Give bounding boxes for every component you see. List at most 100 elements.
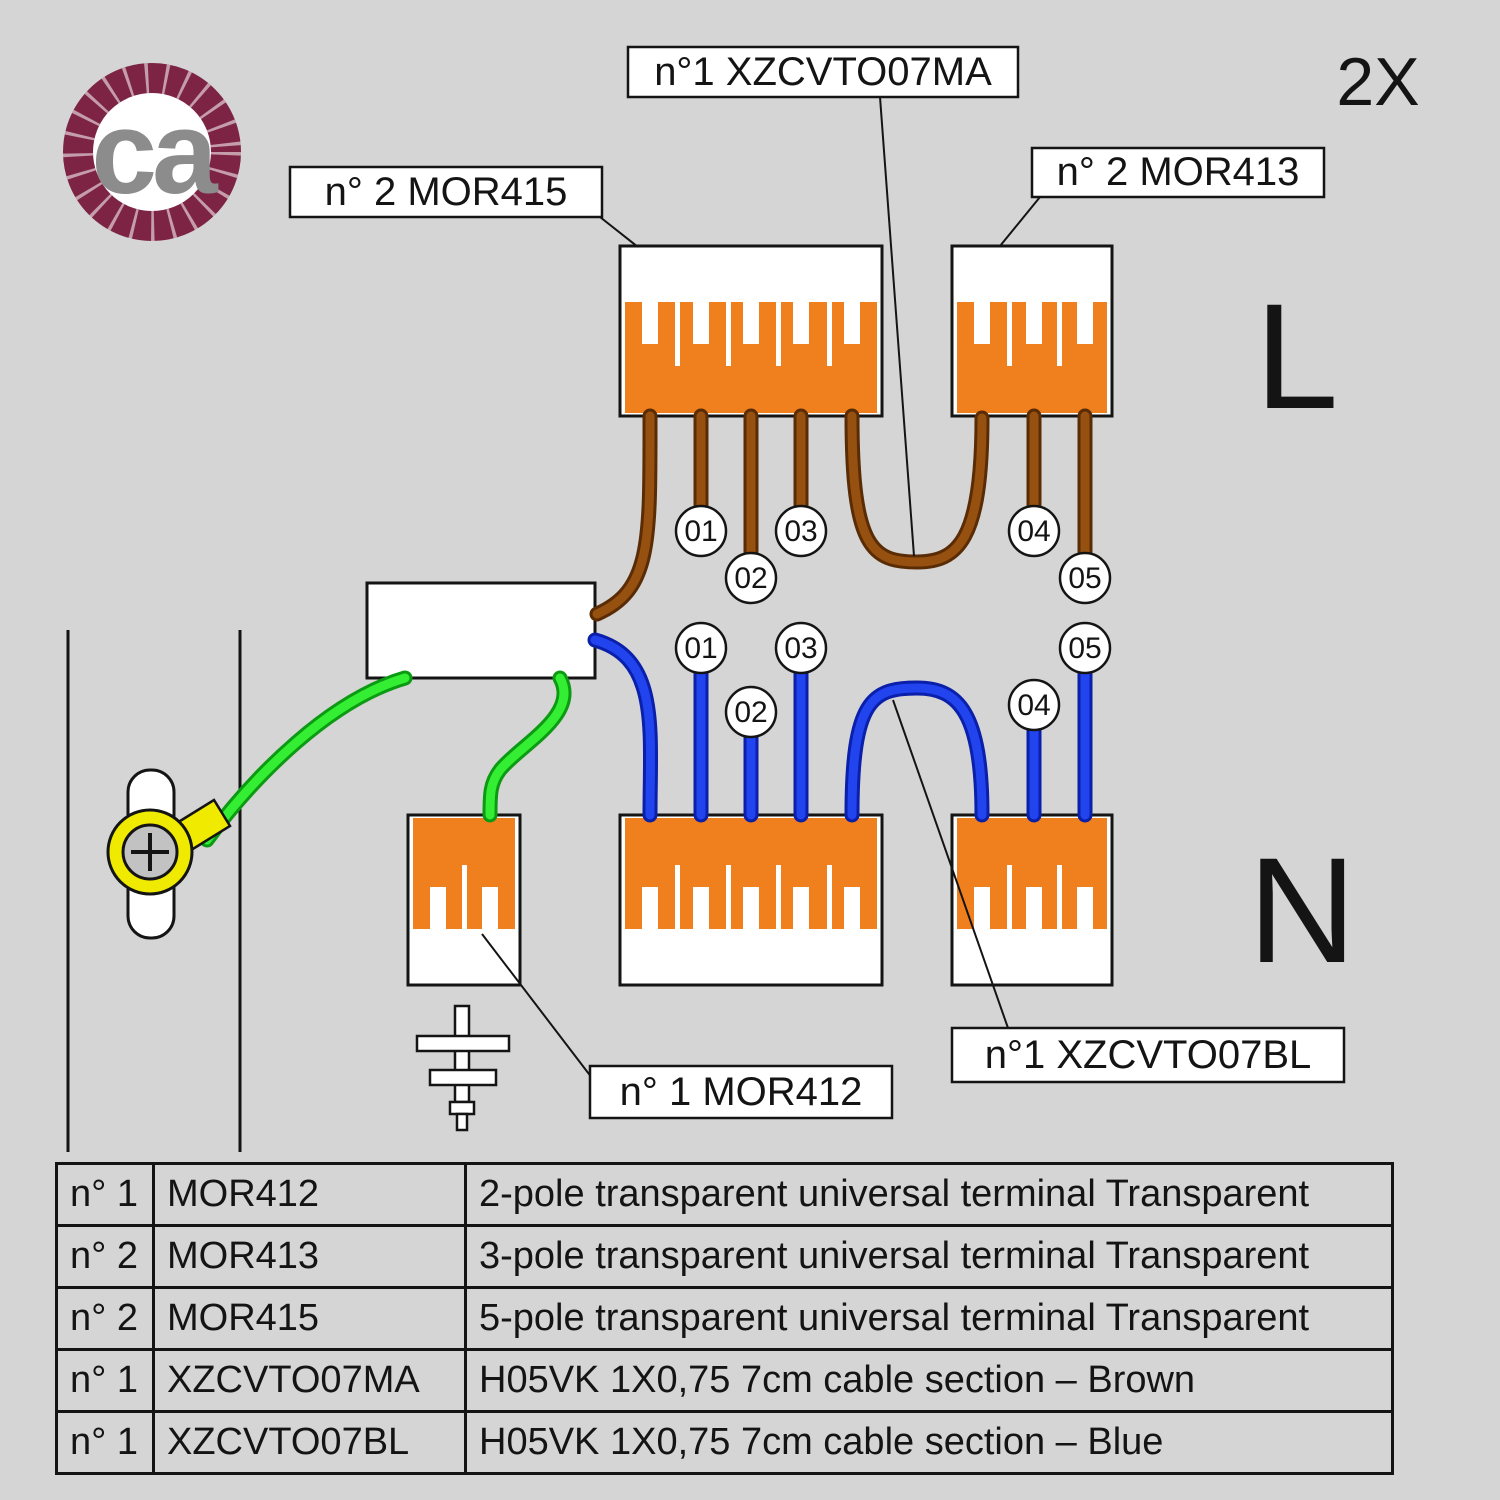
pole-notch — [1026, 887, 1042, 929]
table-row: n° 2 MOR415 5-pole transparent universal… — [55, 1286, 1394, 1351]
pole-notch — [642, 302, 658, 344]
pole-notch — [743, 887, 759, 929]
brand-logo: ca — [63, 63, 241, 241]
svg-text:n° 2 MOR415: n° 2 MOR415 — [325, 170, 568, 214]
pole-notch — [974, 887, 990, 929]
terminal-3pole-top — [950, 244, 1114, 418]
callout-l-03: 03 — [774, 504, 828, 558]
terminal-2pole-bottom — [406, 813, 522, 987]
pole-notch — [1077, 302, 1093, 344]
pole-separator — [675, 302, 680, 366]
pointer-mor412 — [481, 933, 593, 1079]
terminal-3pole-bottom — [950, 813, 1114, 987]
bom-qty-cell: n° 1 — [55, 1410, 155, 1475]
terminal-5pole-bottom — [618, 813, 884, 987]
clamp-bar-wide — [415, 1034, 511, 1053]
pointer-mor415 — [599, 216, 639, 248]
clamp-stem — [453, 1004, 471, 1104]
pole-notch — [793, 887, 809, 929]
logo-text: ca — [91, 87, 219, 219]
callout-l-02: 02 — [724, 551, 778, 605]
pole-notch — [1077, 887, 1093, 929]
quantity-note: 2X — [1336, 44, 1419, 120]
svg-text:03: 03 — [784, 632, 817, 665]
wire-brown-to-box — [592, 411, 655, 619]
svg-text:02: 02 — [734, 696, 767, 729]
earth-clamp-symbol — [415, 1004, 511, 1132]
bom-code-cell: XZCVTO07MA — [152, 1348, 467, 1413]
wires-brown — [589, 408, 1093, 622]
callouts-bottom: 01 02 03 04 05 — [674, 621, 1112, 739]
svg-text:05: 05 — [1068, 562, 1101, 595]
callout-l-01: 01 — [674, 504, 728, 558]
pole-notch — [482, 887, 498, 929]
label-mor413: n° 2 MOR413 — [1030, 146, 1326, 199]
pole-notch — [693, 302, 709, 344]
pointer-xzcvto07ma — [879, 96, 915, 557]
pole-notch — [642, 887, 658, 929]
table-row: n° 1 MOR412 2-pole transparent universal… — [55, 1162, 1394, 1227]
earth-eyelet — [106, 768, 232, 940]
callout-l-05: 05 — [1058, 551, 1112, 605]
wire-green-to-terminal — [485, 673, 569, 820]
phase-letter: L — [1255, 272, 1338, 440]
wiring-diagram: ca 2X L N — [63, 44, 1420, 1152]
pole-separator — [827, 302, 832, 366]
callout-n-05: 05 — [1058, 621, 1112, 675]
bom-desc-cell: H05VK 1X0,75 7cm cable section – Blue — [464, 1410, 1394, 1475]
pointer-lines — [481, 96, 1041, 1079]
pole-separator — [1057, 865, 1062, 929]
pole-notch — [693, 887, 709, 929]
pole-notch — [1026, 302, 1042, 344]
bom-desc-cell: 5-pole transparent universal terminal Tr… — [464, 1286, 1394, 1351]
pole-notch — [974, 302, 990, 344]
wire-green-to-eyelet — [199, 670, 413, 848]
pole-separator — [1057, 302, 1062, 366]
pointer-mor413 — [999, 196, 1041, 247]
label-xzcvto07ma: n°1 XZCVTO07MA — [626, 45, 1020, 99]
pole-notch — [844, 302, 860, 344]
table-row: n° 2 MOR413 3-pole transparent universal… — [55, 1224, 1394, 1289]
bom-code-cell: MOR415 — [152, 1286, 467, 1351]
terminal-5pole-top — [618, 244, 884, 418]
pole-notch — [793, 302, 809, 344]
bom-table: n° 1 MOR412 2-pole transparent universal… — [55, 1162, 1394, 1475]
power-source-box — [365, 581, 597, 680]
bom-desc-cell: 3-pole transparent universal terminal Tr… — [464, 1224, 1394, 1289]
svg-text:02: 02 — [734, 562, 767, 595]
pole-separator — [1007, 865, 1012, 929]
bom-qty-cell: n° 2 — [55, 1224, 155, 1289]
svg-text:n° 1 MOR412: n° 1 MOR412 — [620, 1070, 863, 1114]
pole-separator — [776, 865, 781, 929]
table-row: n° 1 XZCVTO07BL H05VK 1X0,75 7cm cable s… — [55, 1410, 1394, 1475]
wire-brown-to-box — [589, 408, 658, 622]
label-xzcvto07bl: n°1 XZCVTO07BL — [950, 1026, 1346, 1084]
svg-text:01: 01 — [684, 632, 717, 665]
bom-qty-cell: n° 1 — [55, 1348, 155, 1413]
svg-text:04: 04 — [1017, 515, 1050, 548]
clamp-tip — [455, 1112, 469, 1132]
pole-notch — [743, 302, 759, 344]
wire-brown-bridge-xzcvto07ma — [847, 411, 987, 567]
wire-blue-bridge-xzcvto07bl — [847, 683, 987, 820]
callout-n-04: 04 — [1007, 678, 1061, 732]
pole-separator — [726, 865, 731, 929]
pole-separator — [827, 865, 832, 929]
wires-green — [199, 670, 572, 848]
neutral-letter: N — [1248, 826, 1356, 994]
wire-blue-from-box — [587, 632, 659, 823]
svg-text:n° 2 MOR413: n° 2 MOR413 — [1057, 150, 1300, 194]
callout-n-01: 01 — [674, 621, 728, 675]
svg-text:n°1 XZCVTO07BL: n°1 XZCVTO07BL — [985, 1033, 1312, 1077]
logo-rope-twist-texture — [63, 63, 241, 241]
clamp-bar-narrow — [428, 1068, 498, 1087]
svg-text:03: 03 — [784, 515, 817, 548]
clamp-foot — [448, 1100, 476, 1116]
svg-text:01: 01 — [684, 515, 717, 548]
svg-text:04: 04 — [1017, 689, 1050, 722]
bom-qty-cell: n° 2 — [55, 1286, 155, 1351]
bom-code-cell: MOR413 — [152, 1224, 467, 1289]
pole-separator — [1007, 302, 1012, 366]
label-mor412: n° 1 MOR412 — [588, 1064, 894, 1120]
label-mor415: n° 2 MOR415 — [288, 165, 604, 219]
